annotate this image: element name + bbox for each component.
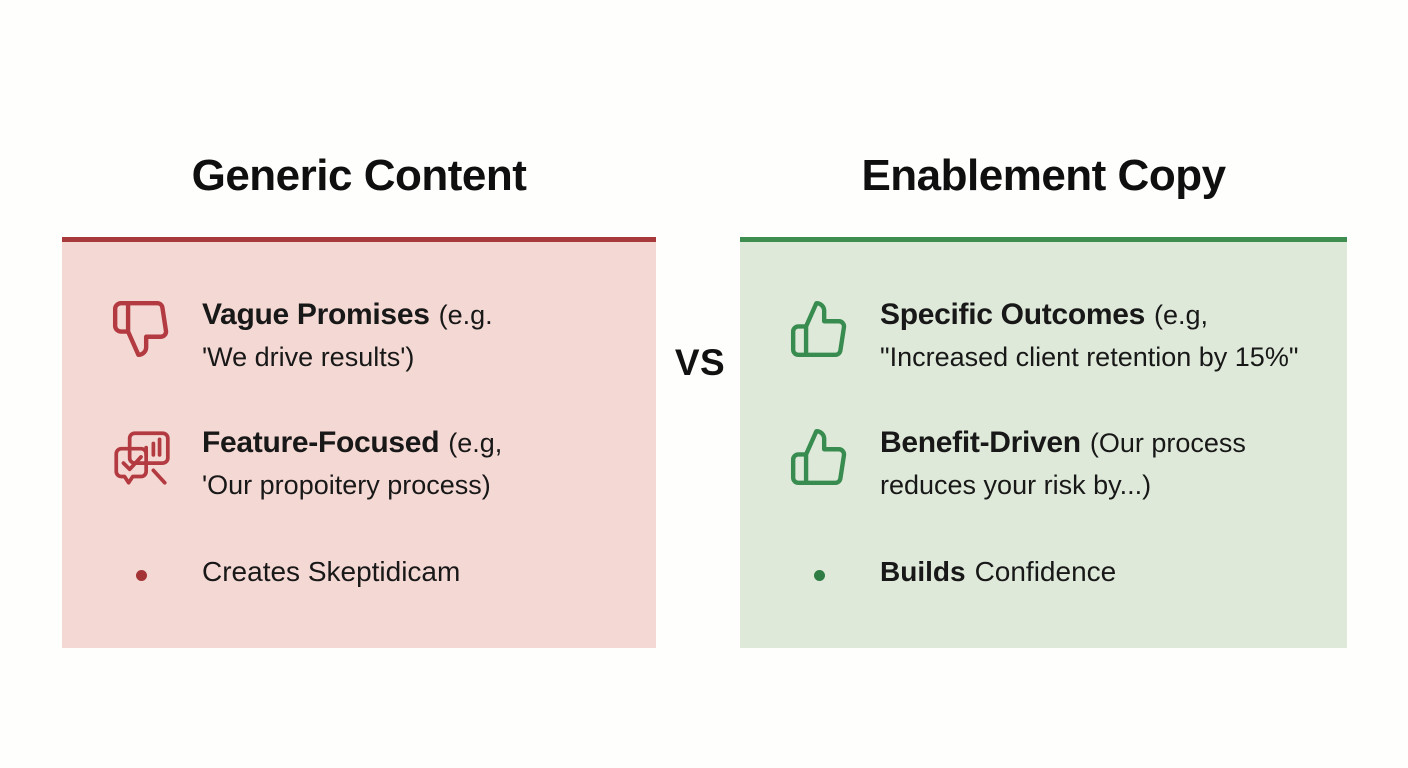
list-item-vague-promises: Vague Promises (e.g. 'We drive results') [106, 294, 630, 378]
item-example: "Increased client retention by 15%" [880, 342, 1299, 372]
item-heading-bold: Feature-Focused [202, 426, 440, 459]
left-panel-title: Generic Content [191, 151, 527, 200]
bullet-dot [135, 570, 147, 581]
thumbs-up-icon [784, 422, 854, 488]
vs-label: VS [674, 342, 726, 383]
item-heading: Specific Outcomes (e.g, [880, 294, 1321, 336]
item-heading-rest: (Our process [1089, 428, 1246, 458]
thumbs-down-icon [106, 294, 176, 360]
thumbs-up-icon [784, 294, 854, 360]
item-example: 'Our propoitery process) [202, 470, 491, 500]
bullet-bold: Builds [880, 556, 966, 587]
enablement-copy-panel: Specific Outcomes (e.g, "Increased client… [740, 237, 1347, 648]
item-example: 'We drive results') [202, 342, 415, 372]
feedback-analysis-icon [106, 422, 176, 492]
item-heading-bold: Vague Promises [202, 298, 430, 331]
item-example: reduces your risk by...) [880, 470, 1152, 500]
item-heading-rest: (e.g, [448, 428, 503, 458]
bullet-text: Confidence [974, 556, 1117, 587]
item-heading: Feature-Focused (e.g, [202, 422, 630, 464]
list-item-specific-outcomes: Specific Outcomes (e.g, "Increased client… [784, 294, 1321, 378]
bullet-text: Creates Skeptidicam [202, 556, 461, 587]
list-item-benefit-driven: Benefit-Driven (Our process reduces your … [784, 422, 1321, 506]
item-heading: Vague Promises (e.g. [202, 294, 630, 336]
list-item-feature-focused: Feature-Focused (e.g, 'Our propoitery pro… [106, 422, 630, 506]
item-heading-bold: Specific Outcomes [880, 298, 1145, 331]
list-item-creates-skepticism: Creates Skeptidicam [106, 550, 630, 594]
item-heading: Benefit-Driven (Our process [880, 422, 1321, 464]
bullet-dot [813, 570, 825, 581]
item-heading-rest: (e.g. [438, 300, 493, 330]
item-heading-rest: (e.g, [1154, 300, 1209, 330]
item-heading-bold: Benefit-Driven [880, 426, 1081, 459]
right-panel-title: Enablement Copy [861, 151, 1226, 200]
list-item-builds-confidence: Builds Confidence [784, 550, 1321, 594]
generic-content-panel: Vague Promises(e.g. 'We drive results') … [62, 237, 656, 648]
